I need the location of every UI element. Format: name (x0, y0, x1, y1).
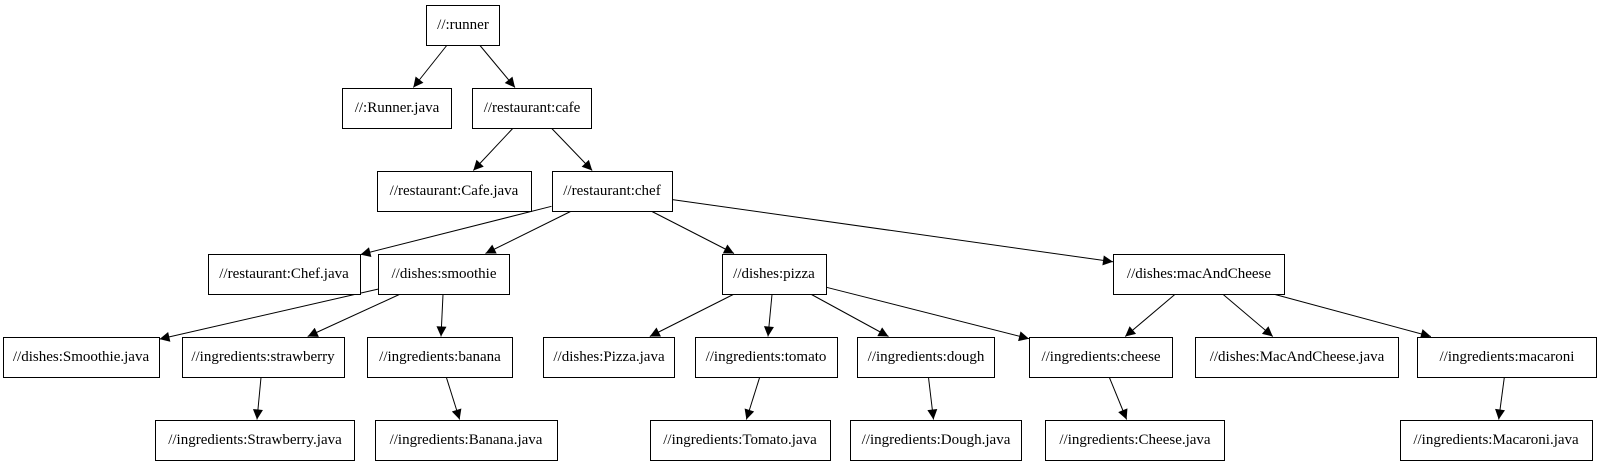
graph-node-macaroni_java: //ingredients:Macaroni.java (1399, 419, 1593, 461)
graph-node-mac_and_cheese: //dishes:macAndCheese (1113, 253, 1285, 295)
graph-node-label: //ingredients:macaroni (1439, 348, 1575, 365)
graph-node-cafe: //restaurant:cafe (472, 87, 592, 129)
graph-node-label: //ingredients:dough (867, 348, 985, 365)
graph-node-label: //ingredients:Strawberry.java (168, 431, 342, 448)
graph-node-label: //ingredients:strawberry (191, 348, 335, 365)
edge-macaroni-to-macaroni_java (1495, 377, 1505, 420)
graph-node-runner_java: //:Runner.java (342, 87, 452, 129)
graph-node-label: //restaurant:Chef.java (219, 265, 349, 282)
graph-node-label: //restaurant:chef (563, 182, 661, 199)
edge-group (159, 45, 1505, 420)
graph-node-label: //dishes:smoothie (391, 265, 497, 282)
edge-smoothie-to-banana (436, 294, 447, 337)
edge-pizza-to-tomato (763, 294, 774, 337)
edge-cheese-to-cheese_java (1108, 377, 1128, 420)
graph-node-mac_and_cheese_java: //dishes:MacAndCheese.java (1195, 336, 1399, 378)
graph-node-smoothie: //dishes:smoothie (378, 253, 510, 295)
graph-node-label: //ingredients:Banana.java (389, 431, 543, 448)
graph-node-dough: //ingredients:dough (857, 336, 995, 378)
graph-node-dough_java: //ingredients:Dough.java (850, 419, 1022, 461)
edge-runner-to-runner_java (412, 45, 448, 88)
edge-smoothie-to-strawberry (307, 294, 400, 337)
graph-node-label: //dishes:Pizza.java (553, 348, 665, 365)
edge-pizza-to-dough (811, 294, 889, 337)
graph-node-label: //ingredients:banana (379, 348, 501, 365)
graph-node-macaroni: //ingredients:macaroni (1417, 336, 1597, 378)
edge-chef-to-pizza (651, 211, 735, 254)
edge-cafe-to-chef (551, 128, 593, 171)
graph-node-label: //:runner (437, 16, 489, 33)
graph-node-label: //ingredients:Dough.java (861, 431, 1011, 448)
graph-node-tomato: //ingredients:tomato (694, 336, 838, 378)
edge-chef-to-chef_java (360, 205, 552, 257)
edge-banana-to-banana_java (445, 377, 462, 420)
graph-node-label: //ingredients:cheese (1041, 348, 1161, 365)
graph-node-label: //ingredients:Tomato.java (663, 431, 817, 448)
graph-node-cheese_java: //ingredients:Cheese.java (1045, 419, 1225, 461)
graph-node-label: //ingredients:Cheese.java (1059, 431, 1211, 448)
graph-node-label: //ingredients:tomato (705, 348, 827, 365)
edge-mac_and_cheese-to-macaroni (1274, 294, 1432, 339)
graph-node-strawberry: //ingredients:strawberry (181, 336, 345, 378)
edge-runner-to-cafe (479, 45, 516, 88)
graph-node-cheese: //ingredients:cheese (1029, 336, 1173, 378)
edge-tomato-to-tomato_java (744, 377, 761, 420)
graph-node-chef: //restaurant:chef (551, 170, 673, 212)
graph-node-label: //dishes:Smoothie.java (12, 348, 150, 365)
graph-node-label: //restaurant:cafe (483, 99, 581, 116)
graph-node-runner: //:runner (426, 4, 500, 46)
edge-pizza-to-pizza_java (649, 294, 734, 337)
edge-chef-to-smoothie (485, 211, 571, 254)
graph-node-label: //dishes:pizza (733, 265, 815, 282)
graph-node-strawberry_java: //ingredients:Strawberry.java (155, 419, 355, 461)
graph-node-banana: //ingredients:banana (367, 336, 513, 378)
graph-node-banana_java: //ingredients:Banana.java (374, 419, 558, 461)
graph-node-chef_java: //restaurant:Chef.java (207, 253, 361, 295)
graph-node-smoothie_java: //dishes:Smoothie.java (2, 336, 160, 378)
edge-pizza-to-cheese (826, 286, 1030, 342)
graph-node-cafe_java: //restaurant:Cafe.java (376, 170, 532, 212)
graph-node-label: //ingredients:Macaroni.java (1413, 431, 1579, 448)
graph-node-label: //restaurant:Cafe.java (389, 182, 519, 199)
edge-dough-to-dough_java (927, 377, 938, 420)
edge-strawberry-to-strawberry_java (252, 377, 263, 420)
graph-node-pizza: //dishes:pizza (721, 253, 827, 295)
edge-cafe-to-cafe_java (472, 128, 514, 171)
edge-smoothie-to-smoothie_java (159, 288, 379, 342)
graph-node-label: //dishes:macAndCheese (1126, 265, 1272, 282)
graph-node-tomato_java: //ingredients:Tomato.java (649, 419, 831, 461)
graph-node-label: //dishes:MacAndCheese.java (1209, 348, 1385, 365)
graph-node-label: //:Runner.java (354, 99, 440, 116)
edge-chef-to-mac_and_cheese (672, 199, 1114, 266)
graph-node-pizza_java: //dishes:Pizza.java (543, 336, 675, 378)
edge-mac_and_cheese-to-mac_and_cheese_java (1222, 294, 1274, 337)
edge-mac_and_cheese-to-cheese (1124, 294, 1176, 337)
